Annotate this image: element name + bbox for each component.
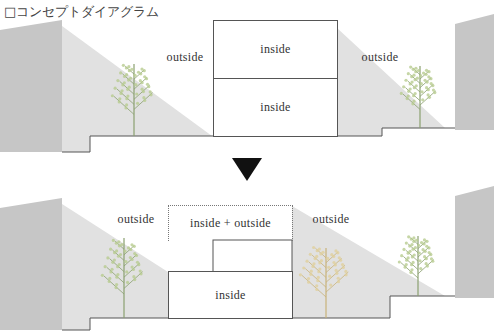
left-slope — [62, 204, 168, 330]
outside-label: outside — [362, 50, 399, 65]
outside-label: outside — [118, 212, 155, 227]
tree — [299, 246, 348, 318]
left-building — [0, 198, 62, 330]
left-slope — [62, 26, 212, 152]
inside-volume: inside — [213, 78, 338, 137]
tree — [398, 235, 435, 296]
left-building — [0, 20, 62, 152]
transition-zone: inside + outside — [168, 205, 293, 241]
outside-label: outside — [313, 212, 350, 227]
tree — [101, 238, 143, 318]
inside-volume: inside — [213, 20, 338, 79]
right-slope — [292, 206, 445, 318]
volume-label: inside — [260, 42, 290, 57]
volume-label: inside — [215, 288, 245, 303]
inside-volume: inside — [168, 271, 293, 319]
transition-arrow — [232, 158, 262, 181]
right-building — [455, 186, 494, 298]
tree — [400, 65, 437, 128]
volume-label: inside + outside — [190, 216, 271, 231]
volume-label: inside — [260, 100, 290, 115]
upper-volume — [213, 240, 292, 272]
right-slope — [337, 28, 445, 136]
tree — [111, 64, 153, 136]
diagram-title: □コンセプトダイアグラム — [4, 3, 159, 21]
outside-label: outside — [167, 50, 204, 65]
right-building — [455, 14, 494, 130]
